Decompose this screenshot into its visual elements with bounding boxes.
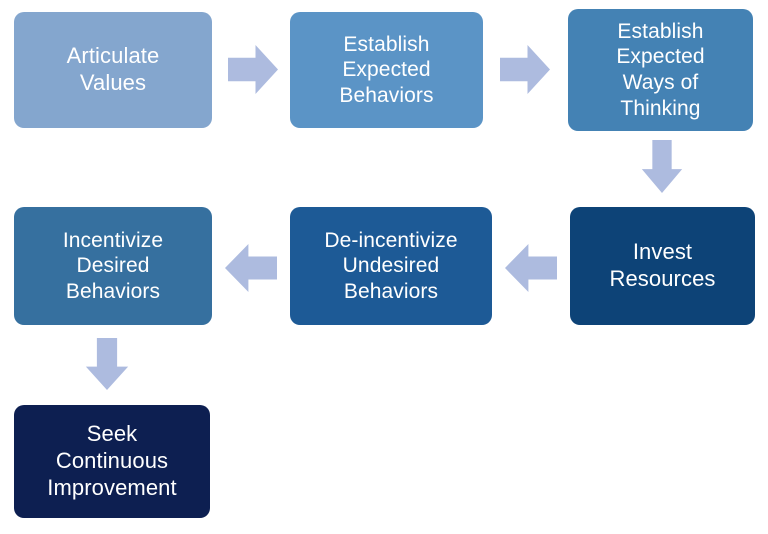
node-articulate-values[interactable]: Articulate Values (14, 12, 212, 128)
node-de-incentivize-undesired-behaviors[interactable]: De-incentivize Undesired Behaviors (290, 207, 492, 325)
node-incentivize-desired-behaviors[interactable]: Incentivize Desired Behaviors (14, 207, 212, 325)
arrow-down-icon-thinking-to-invest (641, 140, 683, 193)
arrow-right-icon-behaviors-to-thinking (500, 45, 550, 94)
node-establish-expected-behaviors[interactable]: Establish Expected Behaviors (290, 12, 483, 128)
arrow-left-icon-deincentivize-to-incentivize (225, 244, 277, 292)
node-seek-continuous-improvement[interactable]: Seek Continuous Improvement (14, 405, 210, 518)
arrow-right-icon-values-to-behaviors (228, 45, 278, 94)
node-establish-expected-ways-of-thinking[interactable]: Establish Expected Ways of Thinking (568, 9, 753, 131)
arrow-down-icon-incentivize-to-seek (85, 338, 129, 390)
node-invest-resources[interactable]: Invest Resources (570, 207, 755, 325)
arrow-left-icon-invest-to-deincentivize (505, 244, 557, 292)
